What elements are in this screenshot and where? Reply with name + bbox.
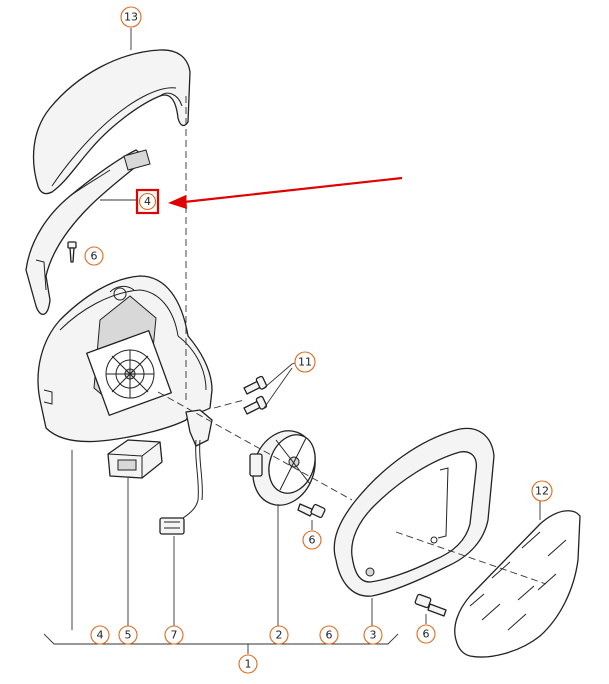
mirror-glass-part bbox=[454, 510, 581, 658]
switch-module-part bbox=[107, 439, 163, 479]
svg-text:3: 3 bbox=[370, 629, 377, 642]
svg-text:5: 5 bbox=[125, 629, 132, 642]
callout-1: 1 bbox=[238, 654, 258, 674]
highlight-arrow bbox=[168, 176, 403, 209]
svg-text:11: 11 bbox=[298, 356, 312, 369]
alignment-line-screw bbox=[213, 399, 245, 409]
svg-text:7: 7 bbox=[171, 629, 178, 642]
screw-6-left-part bbox=[67, 241, 77, 263]
svg-text:1: 1 bbox=[245, 658, 252, 671]
mirror-cap-part bbox=[32, 49, 191, 195]
callout-11: 11 bbox=[294, 351, 316, 373]
mirror-housing-part bbox=[37, 275, 213, 447]
svg-text:12: 12 bbox=[535, 485, 549, 498]
svg-text:6: 6 bbox=[423, 628, 430, 641]
callout-3: 3 bbox=[363, 625, 383, 645]
callout-6-mid: 6 bbox=[302, 530, 322, 550]
callout-6-right: 6 bbox=[416, 624, 436, 644]
callout-2: 2 bbox=[269, 625, 289, 645]
callout-12: 12 bbox=[531, 480, 553, 502]
alignment-line-glass bbox=[395, 531, 547, 585]
screw-6-right-part bbox=[414, 593, 447, 617]
svg-text:2: 2 bbox=[276, 629, 283, 642]
callout-5: 5 bbox=[118, 625, 138, 645]
turn-signal-strip-part bbox=[25, 149, 151, 315]
callout-7: 7 bbox=[164, 625, 184, 645]
svg-text:6: 6 bbox=[326, 629, 333, 642]
alignment-line-motor bbox=[157, 391, 353, 501]
wiring-harness-part bbox=[159, 439, 203, 535]
glass-carrier-frame-part bbox=[333, 427, 495, 597]
screws-11-part bbox=[243, 375, 268, 415]
callout-6-bottom: 6 bbox=[319, 625, 339, 645]
adjuster-plate-part bbox=[86, 330, 172, 416]
svg-text:6: 6 bbox=[91, 250, 98, 263]
adjustment-motor-part bbox=[249, 430, 316, 506]
svg-text:4: 4 bbox=[144, 195, 151, 208]
leader-lines bbox=[43, 28, 541, 654]
callout-6-screw-left: 6 bbox=[84, 246, 104, 266]
screw-6-mid-part bbox=[297, 503, 326, 519]
callout-13: 13 bbox=[120, 6, 142, 28]
svg-text:4: 4 bbox=[97, 629, 104, 642]
svg-text:13: 13 bbox=[124, 11, 138, 24]
callout-4-highlighted: 4 bbox=[135, 188, 160, 215]
svg-text:6: 6 bbox=[309, 534, 316, 547]
callout-4-bottom: 4 bbox=[90, 625, 110, 645]
